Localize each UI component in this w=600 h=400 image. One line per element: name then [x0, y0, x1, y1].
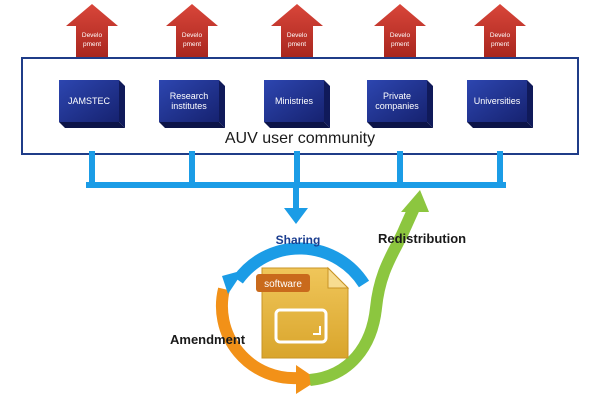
- box-side: [427, 80, 433, 128]
- up-arrow-icon: [166, 4, 218, 58]
- development-label: Develo: [182, 32, 203, 39]
- development-label: pment: [288, 41, 306, 48]
- organization-label: Universities: [474, 96, 521, 106]
- development-arrow: Develo pment: [271, 4, 323, 58]
- document-screen: [274, 308, 328, 344]
- development-arrow: Develo pment: [474, 4, 526, 58]
- organization-label: companies: [375, 101, 419, 111]
- box-bottom: [367, 122, 433, 128]
- up-arrow-icon: [374, 4, 426, 58]
- development-arrow: Develo pment: [66, 4, 118, 58]
- box-face: [367, 80, 427, 122]
- box-face: [467, 80, 527, 122]
- connector-lines: [86, 151, 506, 213]
- amendment-label: Amendment: [170, 332, 246, 347]
- amendment-arc: [215, 287, 299, 385]
- box-side: [324, 80, 330, 128]
- development-label: pment: [391, 41, 409, 48]
- software-label: software: [264, 279, 302, 290]
- development-label: pment: [183, 41, 201, 48]
- box-side: [219, 80, 225, 128]
- organization-box: Ministries: [264, 80, 330, 128]
- box-bottom: [159, 122, 225, 128]
- development-label: Develo: [82, 32, 103, 39]
- development-arrow: Develo pment: [374, 4, 426, 58]
- organization-label: Research: [170, 91, 209, 101]
- development-label: Develo: [390, 32, 411, 39]
- up-arrow-icon: [66, 4, 118, 58]
- redistribution-label: Redistribution: [378, 231, 466, 246]
- up-arrow-icon: [271, 4, 323, 58]
- green-arrowhead-icon: [401, 190, 429, 212]
- orange-arrowhead-icon: [296, 365, 318, 394]
- down-arrow-icon: [284, 208, 308, 224]
- box-bottom: [467, 122, 533, 128]
- blue-arrowhead-icon: [222, 270, 244, 294]
- up-arrow-icon: [474, 4, 526, 58]
- box-side: [527, 80, 533, 128]
- organization-box: Universities: [467, 80, 533, 128]
- organization-label: Private: [383, 91, 411, 101]
- box-bottom: [264, 122, 330, 128]
- development-label: pment: [83, 41, 101, 48]
- development-arrows: Develo pment Develo pment Develo pment Develo p…: [66, 4, 526, 58]
- sharing-arc: [233, 242, 370, 288]
- box-face: [59, 80, 119, 122]
- redistribution-path: [309, 205, 420, 386]
- sharing-label: Sharing: [276, 233, 321, 247]
- development-label: Develo: [490, 32, 511, 39]
- community-title: AUV user community: [225, 130, 375, 147]
- organization-label: institutes: [171, 101, 207, 111]
- development-label: Develo: [287, 32, 308, 39]
- organization-box: JAMSTEC: [59, 80, 125, 128]
- organization-label: Ministries: [275, 96, 314, 106]
- box-side: [119, 80, 125, 128]
- box-face: [159, 80, 219, 122]
- software-tag: [256, 274, 310, 292]
- box-bottom: [59, 122, 125, 128]
- box-face: [264, 80, 324, 122]
- development-arrow: Develo pment: [166, 4, 218, 58]
- development-label: pment: [491, 41, 509, 48]
- cycle-arrows: [215, 190, 429, 394]
- software-document-icon: software: [256, 266, 350, 359]
- organization-label: JAMSTEC: [68, 96, 111, 106]
